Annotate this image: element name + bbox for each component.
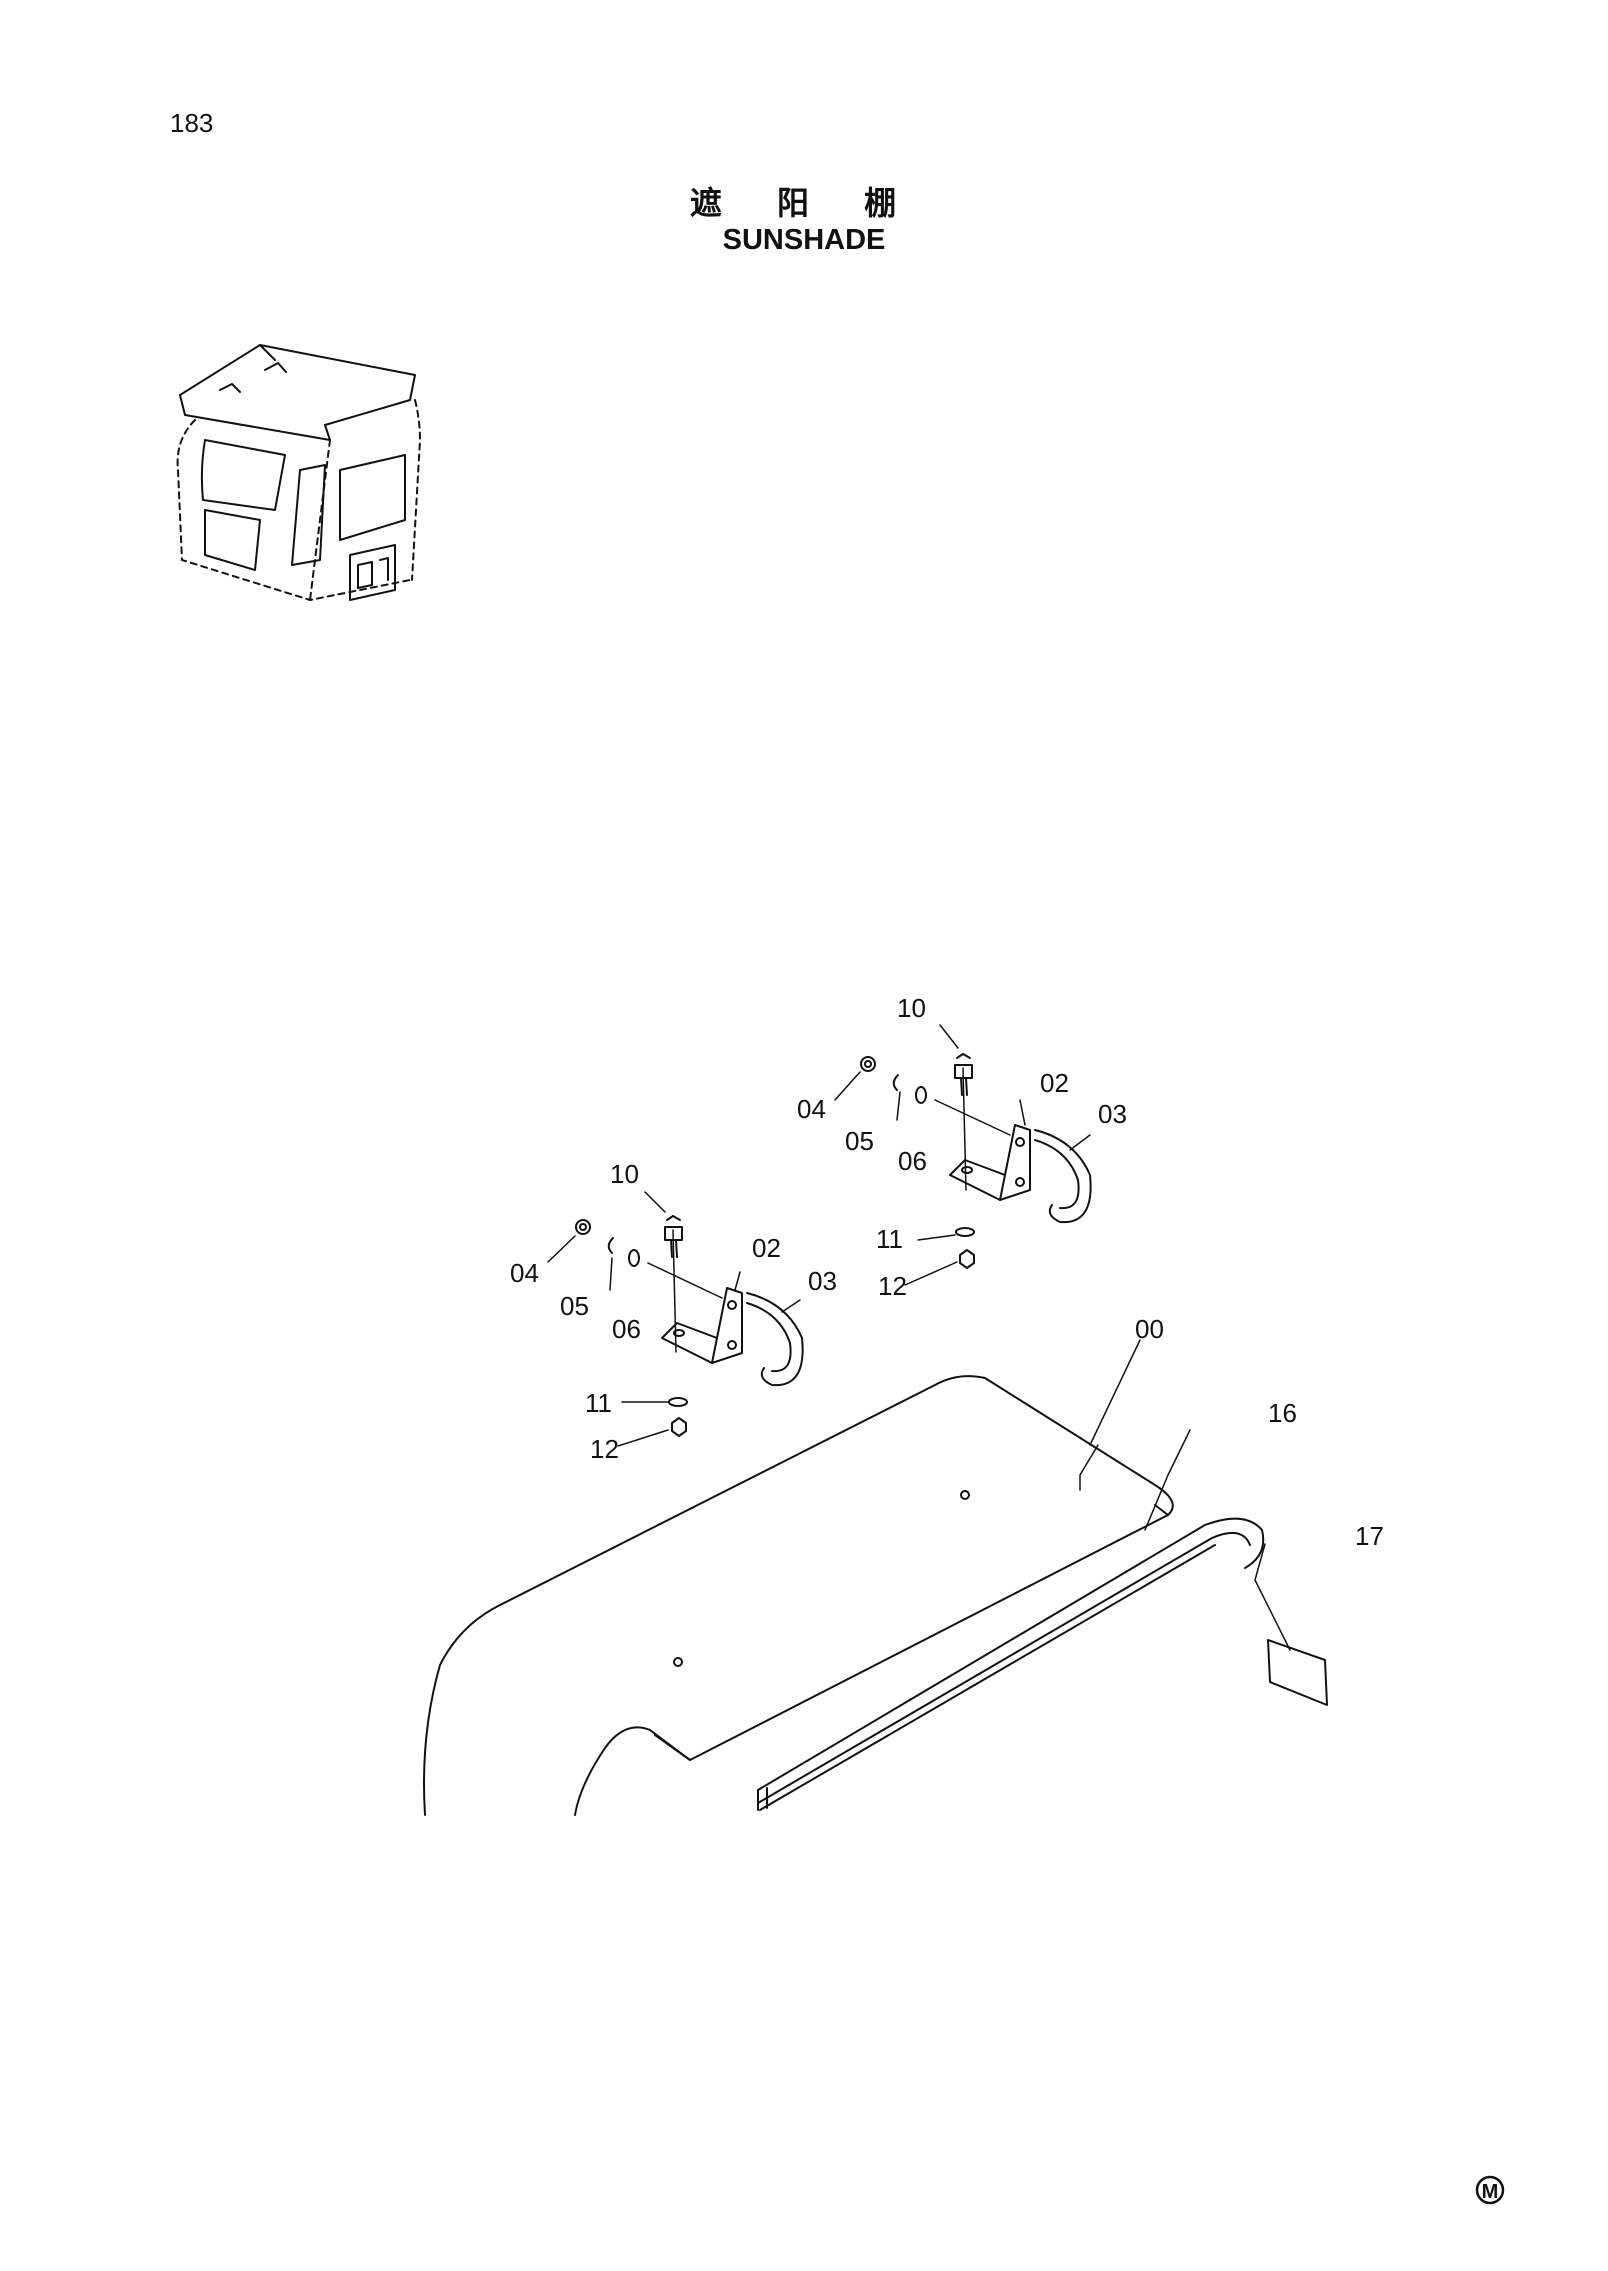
label-17: 17 bbox=[1355, 1521, 1384, 1551]
label-06-right: 06 bbox=[898, 1146, 927, 1176]
bracket-assembly-left bbox=[575, 1215, 804, 1437]
label-00: 00 bbox=[1135, 1314, 1164, 1344]
label-decal bbox=[1267, 1639, 1328, 1706]
label-06-left: 06 bbox=[612, 1314, 641, 1344]
label-12-left: 12 bbox=[590, 1434, 619, 1464]
manufacturer-mark-letter: M bbox=[1482, 2181, 1499, 2203]
label-02-left: 02 bbox=[752, 1233, 781, 1263]
label-10-right: 10 bbox=[897, 993, 926, 1023]
title-chinese: 遮 阳 棚 bbox=[689, 184, 919, 222]
label-10-left: 10 bbox=[610, 1159, 639, 1189]
label-11-right: 11 bbox=[876, 1224, 903, 1254]
page-number: 183 bbox=[170, 108, 214, 138]
label-03-right: 03 bbox=[1098, 1099, 1127, 1129]
label-16: 16 bbox=[1268, 1398, 1297, 1428]
sunshade-panel bbox=[423, 1375, 1174, 1816]
bracket-assembly-right bbox=[860, 1053, 1092, 1269]
cab-overview-sketch bbox=[176, 344, 421, 601]
label-03-left: 03 bbox=[808, 1266, 837, 1296]
label-12-right: 12 bbox=[878, 1271, 907, 1301]
leader-lines bbox=[547, 1024, 1291, 1651]
rubber-strip bbox=[757, 1517, 1265, 1811]
label-04-right: 04 bbox=[797, 1094, 826, 1124]
label-11-left: 11 bbox=[585, 1388, 612, 1418]
title-english: SUNSHADE bbox=[722, 224, 886, 256]
label-04-left: 04 bbox=[510, 1258, 539, 1288]
label-05-right: 05 bbox=[845, 1126, 874, 1156]
manufacturer-mark: M bbox=[1475, 2175, 1505, 2205]
label-02-right: 02 bbox=[1040, 1068, 1069, 1098]
label-05-left: 05 bbox=[560, 1291, 589, 1321]
